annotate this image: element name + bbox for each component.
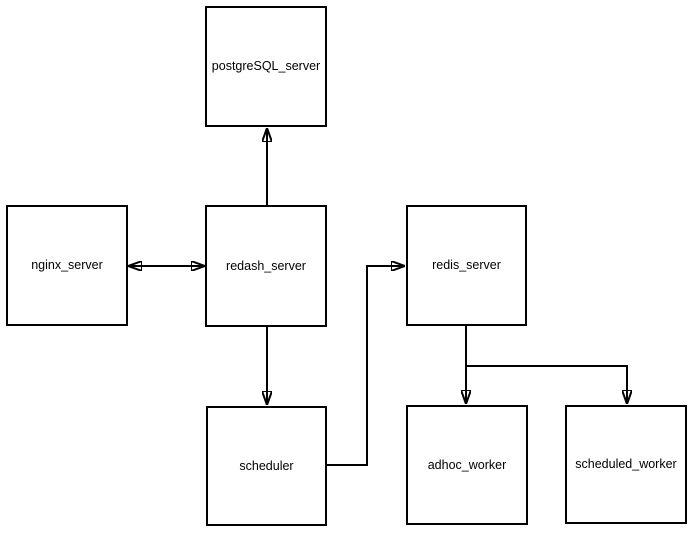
node-nginx-server-label: nginx_server bbox=[31, 258, 103, 272]
edge-redis-to-scheduled-worker bbox=[466, 365, 627, 403]
node-scheduled-worker-label: scheduled_worker bbox=[575, 457, 677, 471]
node-postgresql-server: postgreSQL_server bbox=[205, 6, 327, 127]
node-scheduler-label: scheduler bbox=[239, 458, 294, 473]
node-redis-server-label: redis_server bbox=[432, 258, 501, 272]
node-adhoc-worker-label: adhoc_worker bbox=[427, 457, 507, 472]
node-redash-server: redash_server bbox=[205, 205, 327, 327]
node-postgresql-server-label: postgreSQL_server bbox=[211, 59, 321, 73]
edge-scheduler-to-redis bbox=[327, 266, 404, 466]
node-scheduler: scheduler bbox=[206, 406, 327, 526]
node-redis-server: redis_server bbox=[406, 205, 527, 326]
node-scheduled-worker: scheduled_worker bbox=[565, 405, 687, 524]
node-adhoc-worker: adhoc_worker bbox=[406, 405, 528, 525]
node-redash-server-label: redash_server bbox=[226, 258, 306, 273]
node-nginx-server: nginx_server bbox=[6, 205, 128, 326]
